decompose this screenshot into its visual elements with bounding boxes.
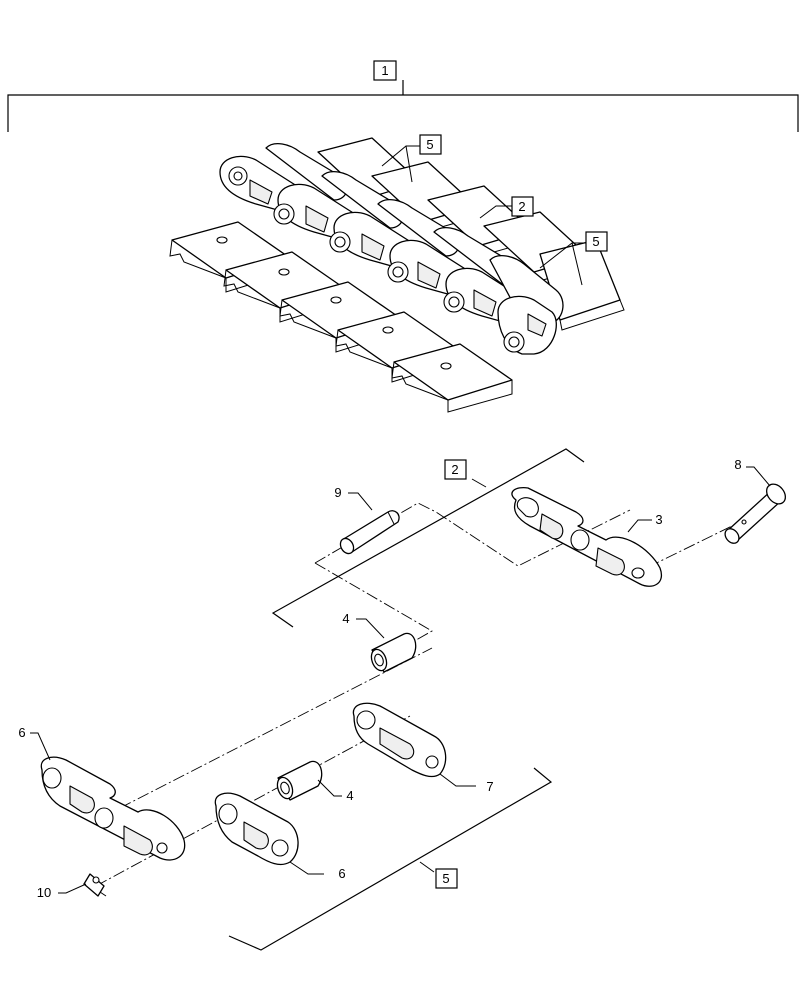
leader-3 — [627, 519, 652, 533]
track-shoe — [391, 343, 513, 413]
callout-3: 3 — [655, 512, 662, 527]
track-link-right — [214, 792, 299, 866]
subassembly-bracket-5 — [228, 767, 553, 951]
leader-9 — [348, 492, 373, 511]
callout-1: 1 — [373, 60, 397, 81]
callout-5-top-a: 5 — [419, 134, 442, 155]
chain-link — [489, 254, 564, 355]
leader-4-lower — [317, 779, 342, 797]
leader-5-top-b — [539, 242, 586, 286]
chain-link — [377, 198, 478, 299]
callout-2-mid: 2 — [444, 459, 467, 480]
bushing — [370, 632, 417, 673]
leader-6-left — [30, 732, 51, 761]
callout-5-bottom: 5 — [435, 868, 458, 889]
track-link-left — [40, 756, 186, 861]
cotter-pin — [83, 873, 107, 897]
callout-2-top: 2 — [511, 196, 534, 217]
assembled-track-chain — [169, 137, 625, 413]
leader-10 — [58, 883, 87, 894]
svg-text:5: 5 — [442, 871, 449, 886]
callout-4-lower: 4 — [346, 788, 353, 803]
svg-text:2: 2 — [451, 462, 458, 477]
callout-4-upper: 4 — [342, 611, 349, 626]
leader-2-top — [479, 205, 512, 219]
leader-6-right — [289, 861, 324, 875]
track-link-offset — [352, 702, 447, 778]
callout-6-right: 6 — [338, 866, 345, 881]
assembly-centerlines — [95, 502, 737, 887]
leader-4-upper — [356, 618, 385, 639]
master-pin — [724, 483, 787, 544]
subassembly-bracket-2 — [271, 448, 585, 628]
svg-text:5: 5 — [592, 234, 599, 249]
callout-5-top-b: 5 — [585, 231, 608, 252]
callout-10: 10 — [37, 885, 51, 900]
leader-5-top-a — [381, 145, 420, 183]
track-pin — [339, 510, 400, 555]
assembly-bracket — [7, 80, 799, 132]
svg-text:1: 1 — [381, 63, 388, 78]
leader-8 — [746, 466, 771, 487]
svg-text:2: 2 — [518, 199, 525, 214]
callout-9: 9 — [334, 485, 341, 500]
track-link — [511, 486, 663, 587]
bushing — [276, 760, 323, 801]
callout-8: 8 — [734, 457, 741, 472]
callout-7: 7 — [486, 779, 493, 794]
svg-text:5: 5 — [426, 137, 433, 152]
leader-7 — [439, 773, 476, 787]
callout-6-left: 6 — [18, 725, 25, 740]
